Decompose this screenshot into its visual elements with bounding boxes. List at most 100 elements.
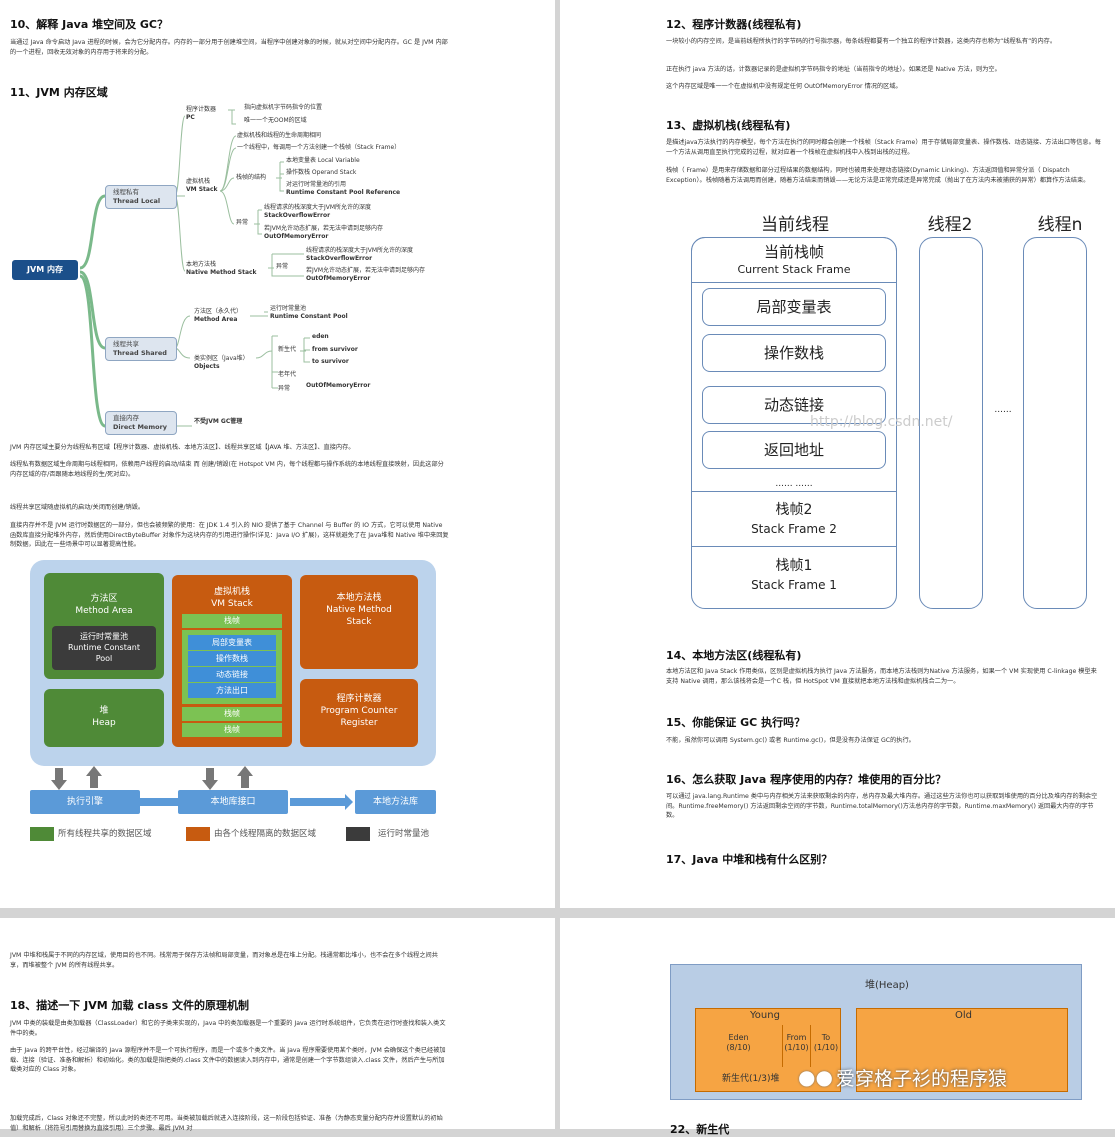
mind-map-connectors: [79, 109, 310, 428]
blog-watermark: http://blog.csdn.net/: [810, 414, 953, 430]
legend-orange-label: 由各个线程隔离的数据区域: [214, 829, 317, 839]
sf-dots: ...... ......: [691, 476, 897, 492]
old-label: Old: [955, 1010, 972, 1021]
newgen-label: 新生代(1/3)堆: [722, 1074, 780, 1084]
heading-18: 18、描述一下 JVM 加载 class 文件的原理机制: [10, 999, 249, 1012]
thread-local-en: Thread Local: [113, 197, 161, 205]
frame-os: 操作数栈: [188, 651, 276, 666]
para-13a: 是描述java方法执行的内存模型，每个方法在执行的同时都会创建一个栈帧（Stac…: [666, 139, 1101, 156]
mind-to: to survivor: [312, 358, 349, 365]
legend-green-label: 所有线程共享的数据区域: [58, 829, 152, 839]
para-17: JVM 中堆和栈属于不同的内存区域，使用目的也不同。栈常用于保存方法帧和局部变量…: [10, 952, 438, 969]
exec-engine-box: 执行引擎: [30, 790, 140, 814]
heap-label: 堆(Heap): [865, 980, 909, 991]
heading-11: 11、JVM 内存区域: [10, 86, 108, 99]
para-18a: JVM 中类的装载是由类加载器（ClassLoader）和它的子类来实现的，Ja…: [10, 1020, 446, 1037]
to-ratio: (1/10): [813, 1043, 839, 1052]
frame-dl: 动态链接: [188, 667, 276, 682]
eden-ratio: (8/10): [726, 1043, 751, 1052]
stack-frame-2: 栈帧2 Stack Frame 2: [691, 497, 897, 547]
mind-vs-struct: 栈帧的结构: [236, 174, 267, 181]
mind-pc-1: 指向虚拟机字节码指令的位置: [244, 104, 323, 111]
thread-shared-cn: 线程共享: [113, 340, 139, 348]
sf-dynamic-link: 动态链接: [702, 386, 886, 424]
thread-local-cn: 线程私有: [113, 188, 139, 196]
doc-page-4: 堆(Heap) Young Eden(8/10) From(1/10) To(1…: [560, 918, 1115, 1136]
direct-memory-cn: 直接内存: [113, 414, 139, 422]
mind-ob-ex: 异常: [278, 385, 291, 392]
mind-nm-ex: 异常: [276, 263, 289, 270]
mind-eden: eden: [312, 333, 329, 340]
frame-ra: 方法出口: [188, 683, 276, 698]
mind-dm-1: 不受JVM GC管理: [194, 418, 243, 425]
frame-3: 栈帧: [182, 723, 282, 737]
heading-17: 17、Java 中堆和栈有什么区别？: [666, 853, 833, 866]
frame-lv: 局部变量表: [188, 635, 276, 650]
legend-dark-label: 运行时常量池: [378, 829, 430, 839]
mind-vs-s2: 操作数栈 Operand Stack: [286, 169, 357, 176]
current-stack-frame: 当前栈帧 Current Stack Frame: [691, 237, 897, 283]
mind-old: 老年代: [278, 371, 297, 378]
heading-16: 16、怎么获取 Java 程序使用的内存？堆使用的百分比？: [666, 773, 947, 786]
para-15: 不能，虽然你可以调用 System.gc() 或者 Runtime.gc()，但…: [666, 737, 915, 744]
heading-12: 12、程序计数器(线程私有): [666, 18, 802, 31]
heading-14: 14、本地方法区(线程私有): [666, 649, 802, 662]
thread-shared-en: Thread Shared: [113, 349, 167, 357]
from-label: From: [786, 1033, 807, 1042]
sf-operand-stack: 操作数栈: [702, 334, 886, 372]
para-12a: 一块较小的内存空间，是当前线程所执行的字节码的行号指示器，每条线程都要有一个独立…: [666, 38, 1057, 45]
legend-dark-swatch: [346, 827, 370, 841]
para-18c: 加载完成后，Class 对象还不完整，所以此时的类还不可用。当类被加载后就进入连…: [10, 1115, 443, 1132]
mind-vs-1: 虚拟机栈和线程的生命周期相同: [237, 132, 322, 139]
para-13b: 栈帧（ Frame）是用来存储数据和部分过程结果的数据结构，同时也被用来处理动态…: [666, 167, 1090, 184]
young-label: Young: [750, 1010, 780, 1021]
eden-label: Eden: [728, 1033, 749, 1042]
direct-memory-en: Direct Memory: [113, 423, 168, 431]
mind-vs-ex: 异常: [236, 219, 249, 226]
from-region: From(1/10): [783, 1025, 811, 1067]
doc-page-1: 10、解释 Java 堆空间及 GC？ 当通过 Java 命令启动 Java 进…: [0, 0, 555, 908]
frame-2: 栈帧: [182, 707, 282, 721]
young-region: [695, 1008, 841, 1092]
old-region: [856, 1008, 1068, 1092]
native-library-box: 本地方法库: [355, 790, 436, 814]
to-region: To(1/10): [811, 1025, 841, 1067]
legend-orange-swatch: [186, 827, 210, 841]
frame-top: 栈帧: [182, 614, 282, 628]
para-11c: 线程共享区域随虚拟机的启动/关闭而创建/销毁。: [10, 504, 145, 511]
para-10: 当通过 Java 命令启动 Java 进程的时候，会为它分配内存。内存的一部分用…: [10, 39, 448, 56]
thread-2-column: [919, 237, 983, 609]
eden-region: Eden(8/10): [695, 1025, 783, 1067]
native-interface-box: 本地库接口: [178, 790, 288, 814]
mind-root: JVM 内存: [12, 260, 78, 280]
heading-15: 15、你能保证 GC 执行吗？: [666, 716, 806, 729]
thread-n-column: [1023, 237, 1087, 609]
legend-green-swatch: [30, 827, 54, 841]
para-11d: 直接内存并不是 JVM 运行时数据区的一部分，但也会被频繁的使用：在 JDK 1…: [10, 522, 449, 548]
mind-objects: 类实例区（Java堆）Objects: [194, 355, 249, 370]
heading-10: 10、解释 Java 堆空间及 GC？: [10, 18, 169, 31]
mind-young: 新生代: [278, 346, 297, 353]
sf-local-vars: 局部变量表: [702, 288, 886, 326]
stack-frame-1: 栈帧1 Stack Frame 1: [751, 558, 837, 592]
para-12b: 正在执行 java 方法的话，计数器记录的是虚拟机字节码指令的地址（当前指令的地…: [666, 66, 1001, 73]
thread-n-title: 线程n: [1037, 215, 1083, 235]
threads-ellipsis: ......: [994, 405, 1012, 415]
para-18b: 由于 Java 的跨平台性，经过编译的 Java 源程序并不是一个可执行程序，而…: [10, 1047, 446, 1073]
doc-page-3: JVM 中堆和栈属于不同的内存区域，使用目的也不同。栈常用于保存方法帧和局部变量…: [0, 918, 555, 1132]
